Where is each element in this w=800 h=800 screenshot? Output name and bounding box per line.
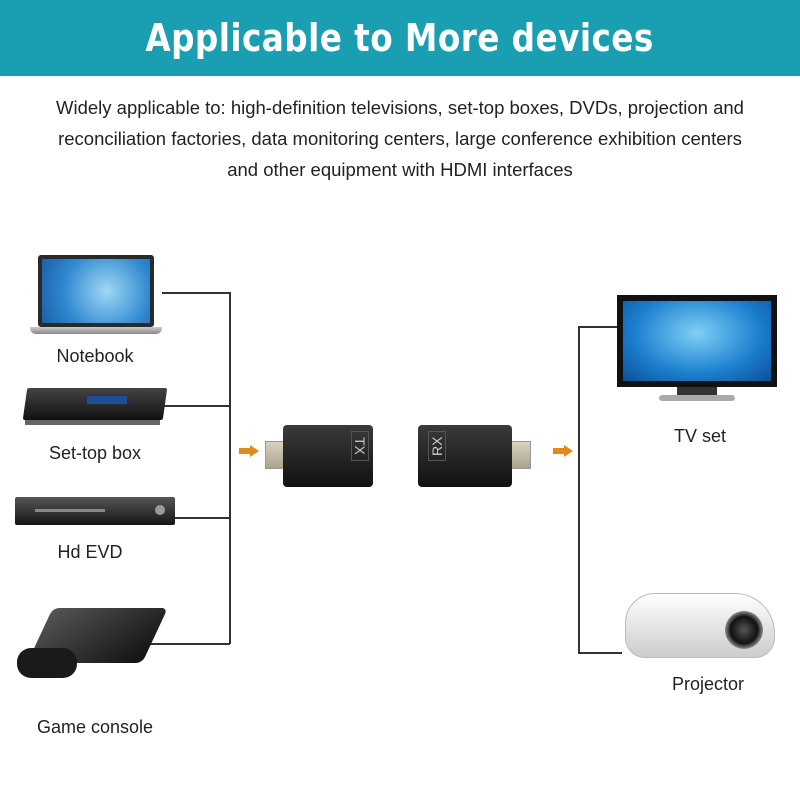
- connector-line: [578, 326, 620, 328]
- description-line: Widely applicable to: high-definition te…: [56, 97, 744, 118]
- connector-line: [578, 326, 580, 653]
- projector-icon: [625, 583, 780, 663]
- connector-line: [175, 517, 230, 519]
- destination-label-projector: Projector: [671, 674, 745, 694]
- arrow-right-icon: [553, 445, 573, 457]
- source-label-notebook: Notebook: [56, 346, 134, 366]
- set-top-box-icon: [22, 388, 168, 428]
- game-console-icon: [15, 598, 168, 693]
- source-label-set-top-box: Set-top box: [48, 443, 142, 463]
- rx-extender: RX: [418, 417, 533, 487]
- page-title: Applicable to More devices: [145, 16, 655, 60]
- arrow-right-icon: [239, 445, 259, 457]
- tx-label: TX: [351, 431, 369, 461]
- connector-line: [145, 643, 230, 645]
- laptop-icon: [30, 255, 162, 335]
- connector-line: [578, 652, 622, 654]
- destination-label-tv-set: TV set: [673, 426, 726, 446]
- tv-icon: [617, 295, 777, 405]
- description-line: and other equipment with HDMI interfaces: [227, 159, 573, 180]
- connector-line: [229, 292, 231, 644]
- source-label-game-console: Game console: [36, 717, 154, 737]
- rx-label: RX: [428, 431, 446, 461]
- connector-line: [162, 292, 230, 294]
- source-label-hd-evd: Hd EVD: [57, 542, 123, 562]
- description: Widely applicable to: high-definition te…: [0, 92, 800, 185]
- description-line: reconciliation factories, data monitorin…: [58, 128, 742, 149]
- connector-line: [162, 405, 230, 407]
- dvd-player-icon: [15, 497, 175, 527]
- tx-extender: TX: [265, 417, 375, 487]
- header-banner: Applicable to More devices: [0, 0, 800, 76]
